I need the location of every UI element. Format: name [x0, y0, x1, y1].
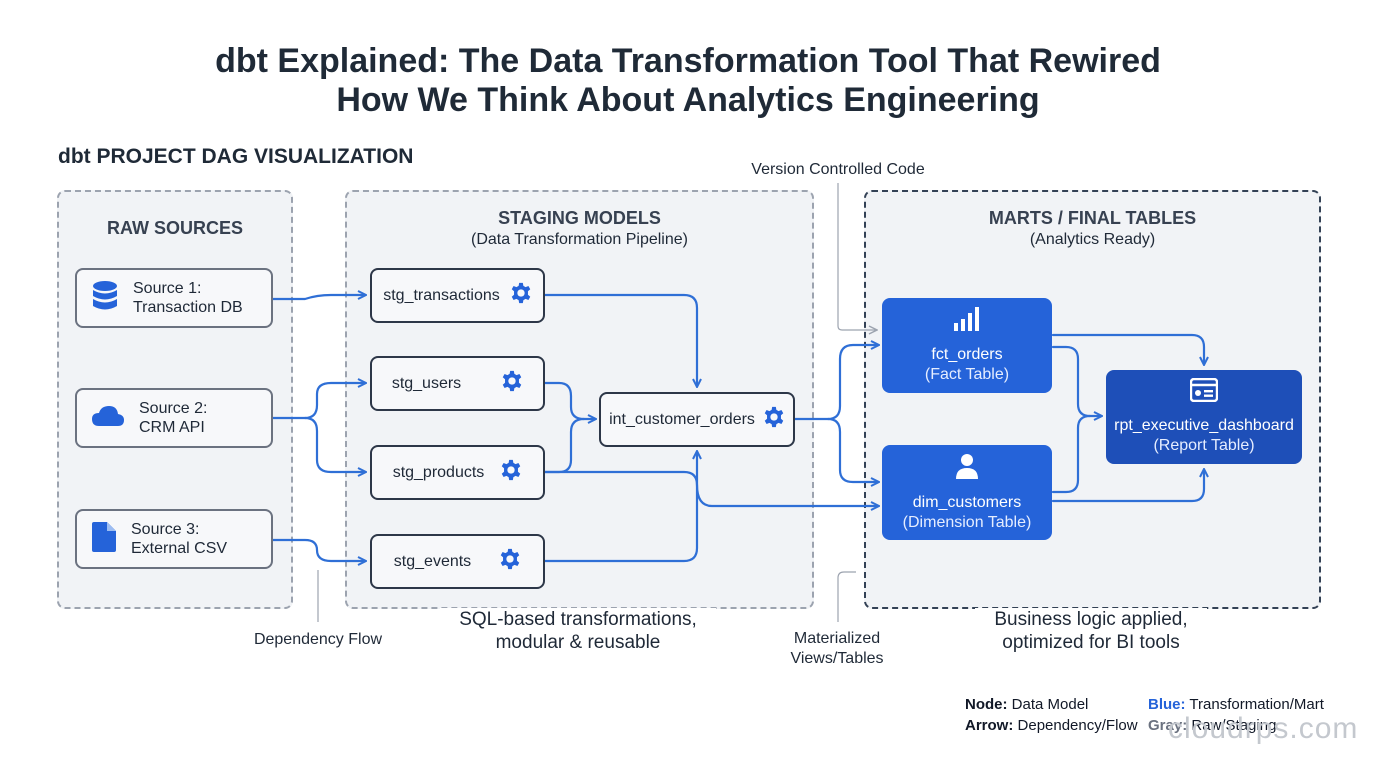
gear-icon [500, 459, 522, 486]
leader-version-control [837, 183, 876, 330]
stg-transactions-label: stg_transactions [383, 286, 500, 304]
edge-stg-users-int [543, 381, 595, 419]
file-icon [91, 521, 117, 558]
source-node-1-label: Source 1: Transaction DB [133, 279, 243, 317]
marts-subtitle: (Analytics Ready) [1029, 231, 1156, 248]
page-title: dbt Explained: The Data Transformation T… [0, 42, 1376, 120]
legend-right: Blue: Transformation/Mart Gray: Raw/Stag… [1148, 694, 1324, 736]
staging-models-subtitle: (Data Transformation Pipeline) [471, 231, 688, 248]
user-icon [955, 453, 979, 485]
title-line-2: How We Think About Analytics Engineering [336, 81, 1040, 119]
staging-models-title: STAGING MODELS [498, 208, 661, 228]
gear-icon [499, 548, 521, 575]
edge-stg-events-int [543, 452, 697, 563]
raw-sources-title: RAW SOURCES [106, 218, 243, 238]
fct-orders-node[interactable]: fct_orders (Fact Table) [882, 298, 1052, 393]
edge-stg-products-dim [543, 470, 878, 506]
source-node-2-label: Source 2: CRM API [139, 399, 207, 437]
edge-stg-transactions-int [543, 293, 697, 386]
source-1-type: Transaction DB [133, 299, 243, 316]
legend-node-key: Node: [965, 696, 1008, 713]
marts-title: MARTS / FINAL TABLES [988, 208, 1197, 228]
leader-materialized [837, 571, 856, 622]
sql-note-line-1: SQL-based transformations, [459, 609, 697, 630]
business-logic-note: Business logic applied, optimized for BI… [975, 608, 1207, 654]
bar-chart-icon [953, 306, 981, 337]
fct-orders-type: (Fact Table) [924, 365, 1010, 383]
materialized-line-2: Views/Tables [790, 650, 884, 667]
legend-node-entry: Node: Data Model [965, 694, 1138, 715]
source-2-name: Source 2: [139, 400, 208, 417]
dim-customers-label: dim_customers [912, 493, 1022, 511]
source-node-1[interactable]: Source 1: Transaction DB [75, 268, 273, 328]
legend-arrow-key: Arrow: [965, 717, 1014, 734]
source-node-3-label: Source 3: External CSV [131, 520, 227, 558]
sql-note-line-2: modular & reusable [495, 632, 661, 653]
stg-events-node[interactable]: stg_events [370, 534, 545, 589]
edge-fct-orders-report [1051, 333, 1204, 364]
title-line-1: dbt Explained: The Data Transformation T… [215, 42, 1161, 80]
source-node-3[interactable]: Source 3: External CSV [75, 509, 273, 569]
materialized-line-1: Materialized [793, 630, 881, 647]
edge-int-fct-orders [793, 345, 878, 421]
stg-users-label: stg_users [391, 374, 462, 392]
edge-dim-customers-report [1051, 414, 1092, 494]
legend-left: Node: Data Model Arrow: Dependency/Flow [965, 694, 1138, 736]
source-node-2[interactable]: Source 2: CRM API [75, 388, 273, 448]
edge-source3-stg-events [271, 538, 365, 561]
dim-customers-type: (Dimension Table) [902, 513, 1032, 531]
dim-customers-node[interactable]: dim_customers (Dimension Table) [882, 445, 1052, 540]
legend-blue-key: Blue: [1148, 696, 1186, 713]
source-2-type: CRM API [139, 419, 205, 436]
stg-products-node[interactable]: stg_products [370, 445, 545, 500]
database-icon [91, 280, 119, 317]
edge-dim-customers-report-2 [1051, 470, 1204, 503]
watermark: cloudrps.com [1168, 712, 1359, 745]
rpt-executive-dashboard-type: (Report Table) [1153, 437, 1255, 454]
gear-icon [501, 370, 523, 397]
dependency-flow-note: Dependency Flow [253, 631, 383, 648]
legend-arrow-value: Dependency/Flow [1017, 717, 1138, 734]
edge-fct-orders-report-2 [1051, 345, 1101, 416]
rpt-executive-dashboard-node[interactable]: rpt_executive_dashboard (Report Table) [1106, 370, 1302, 464]
legend-blue-entry: Blue: Transformation/Mart [1148, 694, 1324, 715]
fct-orders-label: fct_orders [931, 345, 1003, 363]
int-customer-orders-label: int_customer_orders [609, 410, 755, 428]
legend-gray-value: Raw/Staging [1191, 717, 1277, 734]
cloud-icon [91, 404, 125, 433]
sql-transformations-note: SQL-based transformations, modular & reu… [440, 608, 716, 654]
stg-events-label: stg_events [393, 552, 472, 570]
rpt-executive-dashboard-label: rpt_executive_dashboard [1114, 417, 1294, 434]
edge-int-dim-customers [826, 417, 878, 482]
business-note-line-2: optimized for BI tools [1002, 632, 1180, 653]
source-3-name: Source 3: [131, 521, 200, 538]
stg-products-label: stg_products [392, 463, 485, 481]
edge-source1-stg-transactions [271, 295, 365, 301]
legend-gray-key: Gray: [1148, 717, 1188, 734]
version-control-note: Version Controlled Code [751, 161, 925, 178]
legend-node-value: Data Model [1011, 696, 1089, 713]
materialized-note: Materialized Views/Tables [777, 629, 897, 669]
legend-blue-value: Transformation/Mart [1189, 696, 1324, 713]
edge-source2-stg-users [271, 383, 365, 420]
dashboard-icon [1189, 377, 1219, 408]
gear-icon [510, 282, 532, 309]
int-customer-orders-node[interactable]: int_customer_orders [599, 392, 795, 447]
legend-gray-entry: Gray: Raw/Staging [1148, 715, 1324, 736]
legend-arrow-entry: Arrow: Dependency/Flow [965, 715, 1138, 736]
gear-icon [763, 406, 785, 433]
diagram-subheading: dbt PROJECT DAG VISUALIZATION [58, 145, 414, 168]
stg-transactions-node[interactable]: stg_transactions [370, 268, 545, 323]
edge-stg-products-int [543, 417, 586, 474]
stg-users-node[interactable]: stg_users [370, 356, 545, 411]
business-note-line-1: Business logic applied, [994, 609, 1188, 630]
source-3-type: External CSV [131, 540, 228, 557]
edge-source2-stg-products [303, 416, 365, 472]
source-1-name: Source 1: [133, 280, 202, 297]
